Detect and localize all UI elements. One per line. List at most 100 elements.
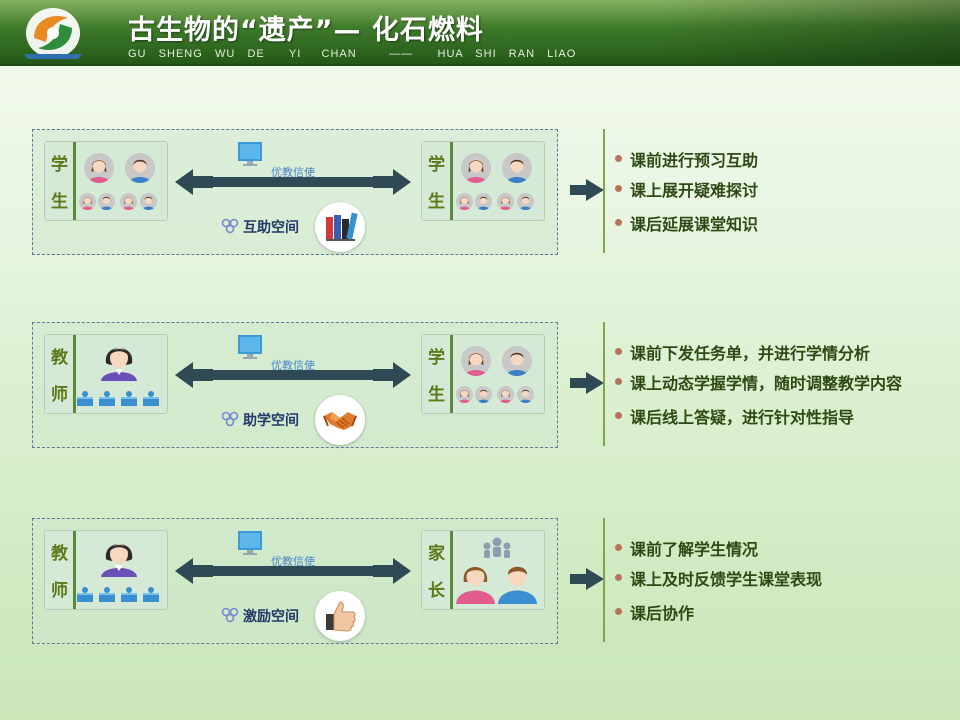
header-shine <box>0 0 960 26</box>
student-avatar-small <box>98 193 115 210</box>
parents-group-icon <box>454 534 540 610</box>
page-title: 古生物的“遗产”— 化石燃料 <box>128 15 484 46</box>
card-role-label: 学生 <box>422 335 453 413</box>
bullet-icon <box>615 155 622 162</box>
space-label: 互助空间 <box>243 220 299 236</box>
header-bar: 古生物的“遗产”— 化石燃料 GU SHENG WU DE YI CHAN ——… <box>0 0 960 66</box>
benefit-item-text: 课前下发任务单，并进行学情分析 <box>630 344 871 363</box>
channel-label: 优教信使 <box>271 359 315 372</box>
benefit-item: 课前了解学生情况 <box>615 536 758 560</box>
space-label: 助学空间 <box>243 413 299 429</box>
student-avatar-boy <box>125 153 155 183</box>
benefit-list: 课前进行预习互助课上展开疑难探讨课后延展课堂知识 <box>603 129 955 253</box>
role-char-1: 教 <box>51 544 68 564</box>
participant-card-teacher: 教师 <box>44 334 168 414</box>
space-link-icon <box>221 218 239 234</box>
student-avatar-small <box>456 193 473 210</box>
monitor-icon <box>238 142 262 166</box>
monitor-icon <box>238 335 262 359</box>
space-label: 激励空间 <box>243 609 299 625</box>
page-title-pinyin: GU SHENG WU DE YI CHAN —— HUA SHI RAN LI… <box>128 48 577 60</box>
student-desk-icon <box>76 586 94 606</box>
card-role-label: 学生 <box>45 142 76 220</box>
role-char-2: 生 <box>51 192 68 212</box>
role-char-1: 学 <box>428 348 445 368</box>
bullet-icon <box>615 348 622 355</box>
student-avatar-girl <box>461 346 491 376</box>
interaction-panel: 教师 学生 <box>32 322 558 448</box>
student-avatar-small <box>475 193 492 210</box>
bullet-icon <box>615 185 622 192</box>
participant-card-parents: 家长 <box>421 530 545 610</box>
channel-label: 优教信使 <box>271 166 315 179</box>
card-role-label: 教师 <box>45 531 76 609</box>
monitor-icon <box>238 531 262 555</box>
student-desk-icon <box>142 390 160 410</box>
role-char-2: 生 <box>428 192 445 212</box>
interaction-panel: 教师 家长 <box>32 518 558 644</box>
student-desk-icon <box>120 390 138 410</box>
bullet-icon <box>615 412 622 419</box>
space-link-icon <box>221 411 239 427</box>
space-link-icon <box>221 607 239 623</box>
header-shade <box>660 0 960 64</box>
two-way-arrow <box>175 361 411 389</box>
student-desk-icon <box>76 390 94 410</box>
student-avatar-girl <box>84 153 114 183</box>
benefit-item-text: 课后延展课堂知识 <box>630 215 759 234</box>
benefit-item-text: 课上展开疑难探讨 <box>630 181 759 200</box>
interaction-row: 教师 学生 <box>32 322 960 452</box>
card-role-label: 教师 <box>45 335 76 413</box>
benefit-item: 课上动态学握学情，随时调整教学内容 <box>615 370 902 394</box>
benefit-item: 课后线上答疑，进行针对性指导 <box>615 404 854 428</box>
bullet-icon <box>615 378 622 385</box>
role-char-1: 教 <box>51 348 68 368</box>
participant-card-teacher: 教师 <box>44 530 168 610</box>
participant-card-students: 学生 <box>44 141 168 221</box>
benefit-item: 课后协作 <box>615 600 694 624</box>
logo-icon <box>24 8 82 59</box>
bullet-icon <box>615 608 622 615</box>
two-way-arrow <box>175 557 411 585</box>
participant-card-students: 学生 <box>421 334 545 414</box>
student-avatar-small <box>120 193 137 210</box>
role-char-2: 师 <box>51 385 68 405</box>
role-char-2: 长 <box>428 581 445 601</box>
student-desk-icon <box>98 390 116 410</box>
card-role-label: 学生 <box>422 142 453 220</box>
benefit-item: 课前进行预习互助 <box>615 147 758 171</box>
student-avatar-small <box>79 193 96 210</box>
benefit-item: 课上及时反馈学生课堂表现 <box>615 566 822 590</box>
student-avatar-small <box>497 193 514 210</box>
student-avatar-small <box>140 193 157 210</box>
right-arrow-icon <box>570 568 604 590</box>
student-avatar-small <box>517 386 534 403</box>
bullet-icon <box>615 574 622 581</box>
student-avatar-small <box>497 386 514 403</box>
participant-card-students: 学生 <box>421 141 545 221</box>
student-avatar-small <box>517 193 534 210</box>
role-char-2: 师 <box>51 581 68 601</box>
benefit-item: 课前下发任务单，并进行学情分析 <box>615 340 870 364</box>
benefit-list: 课前了解学生情况课上及时反馈学生课堂表现课后协作 <box>603 518 955 642</box>
benefit-list: 课前下发任务单，并进行学情分析课上动态学握学情，随时调整教学内容课后线上答疑，进… <box>603 322 955 446</box>
benefit-item: 课后延展课堂知识 <box>615 211 758 235</box>
right-arrow-icon <box>570 372 604 394</box>
student-desk-icon <box>120 586 138 606</box>
teacher-icon <box>97 339 141 385</box>
role-char-1: 学 <box>51 155 68 175</box>
benefit-item-text: 课前进行预习互助 <box>630 151 759 170</box>
benefit-item-text: 课前了解学生情况 <box>630 540 759 559</box>
channel-label: 优教信使 <box>271 555 315 568</box>
benefit-item-text: 课后协作 <box>630 604 695 623</box>
student-avatar-small <box>475 386 492 403</box>
bullet-icon <box>615 219 622 226</box>
two-way-arrow <box>175 168 411 196</box>
student-avatar-boy <box>502 346 532 376</box>
student-desk-icon <box>98 586 116 606</box>
bullet-icon <box>615 544 622 551</box>
benefit-item-text: 课上动态学握学情，随时调整教学内容 <box>630 374 903 393</box>
student-avatar-boy <box>502 153 532 183</box>
interaction-panel: 学生 学生 <box>32 129 558 255</box>
benefit-item-text: 课上及时反馈学生课堂表现 <box>630 570 823 589</box>
